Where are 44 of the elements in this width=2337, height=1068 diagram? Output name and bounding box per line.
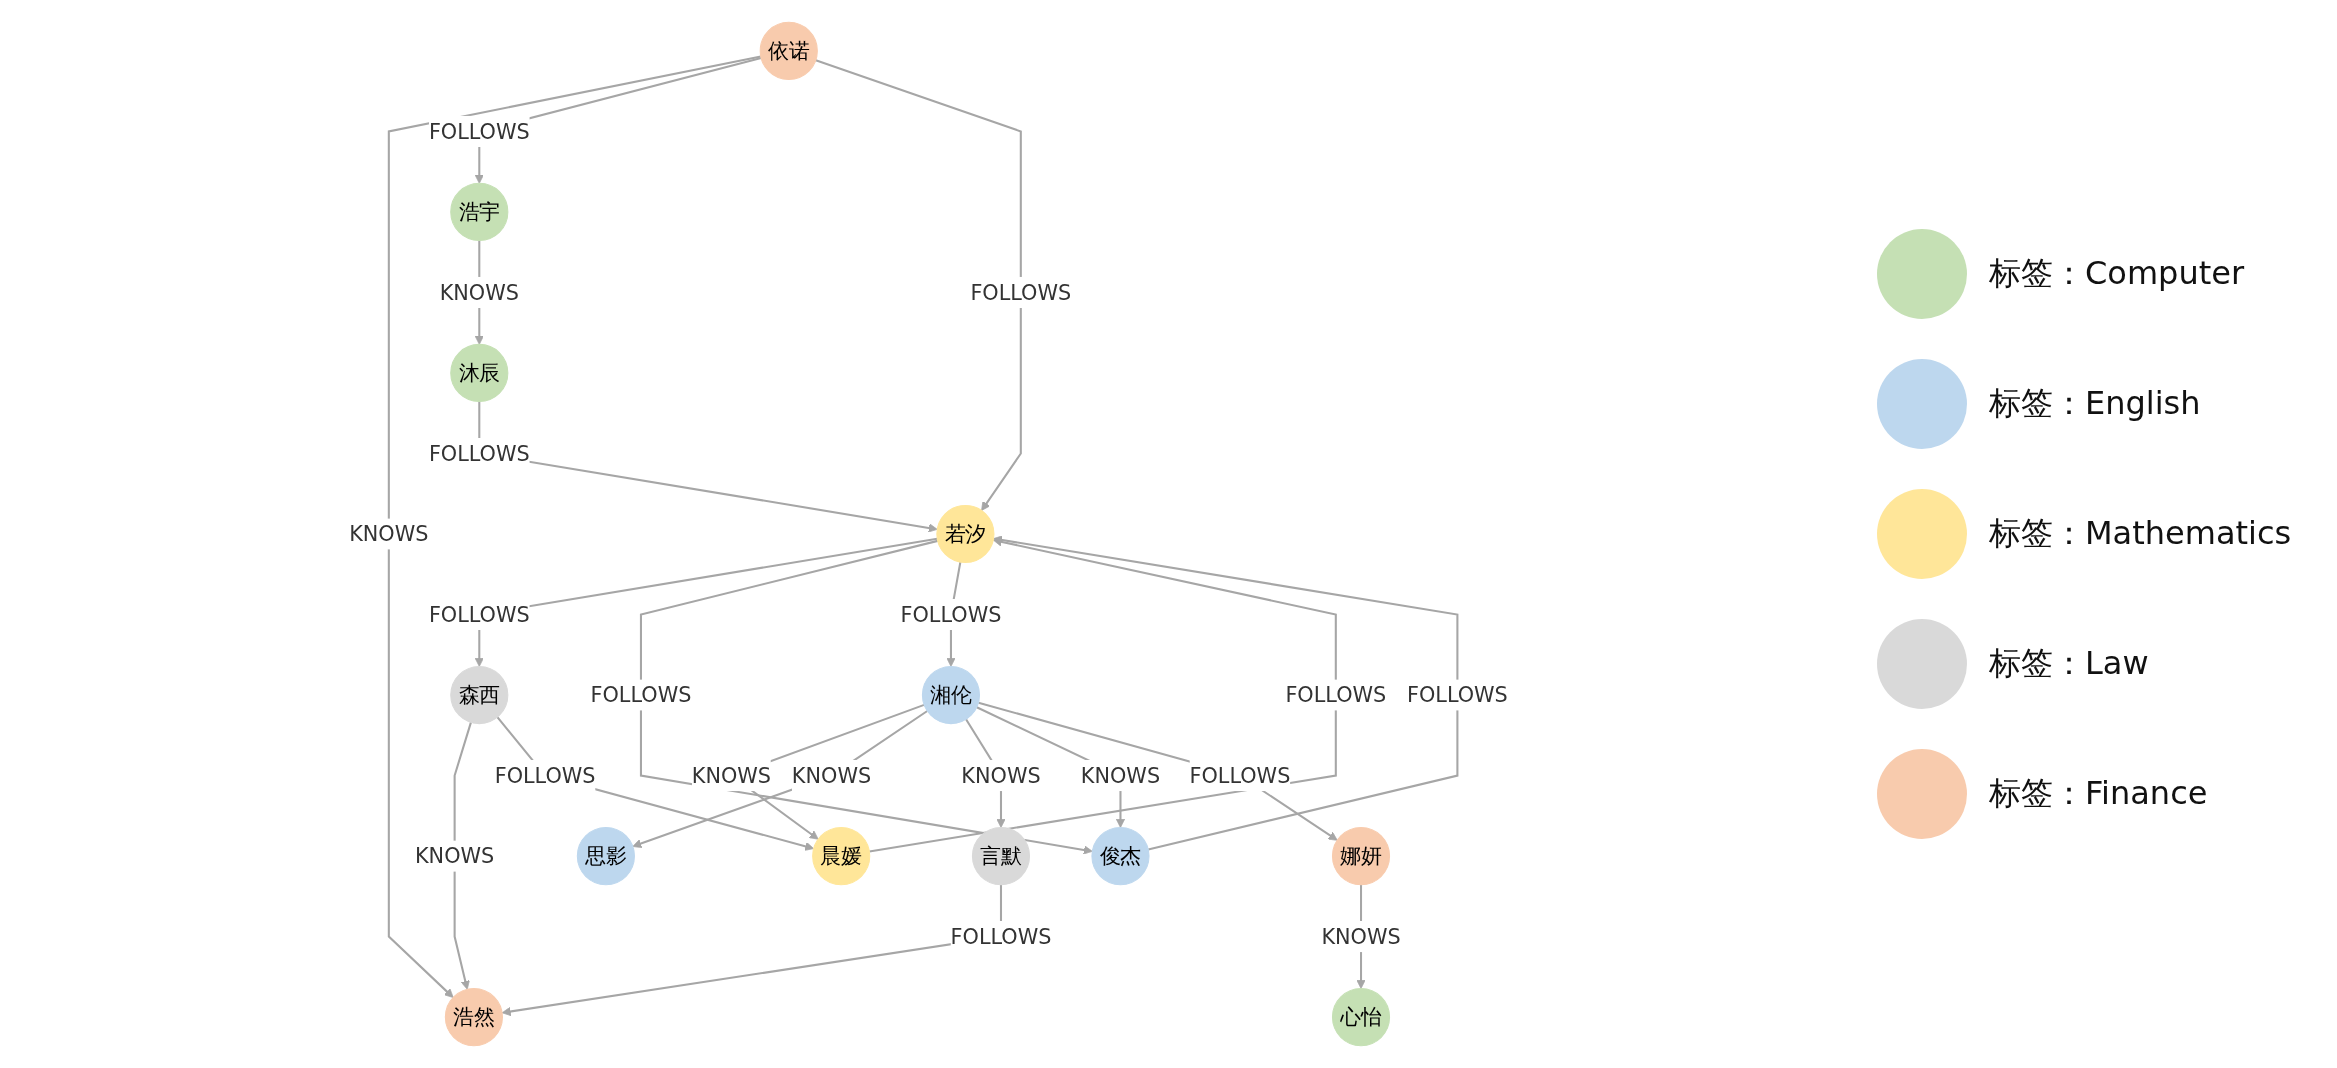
- node-circle: 思影: [576, 827, 635, 886]
- edge-label: FOLLOWS: [428, 441, 530, 466]
- node-circle: 沐辰: [450, 343, 509, 403]
- node-circle: 俊杰: [1091, 827, 1150, 886]
- edge-label: KNOWS: [439, 279, 519, 305]
- node-circle: 浩宇: [450, 182, 509, 241]
- node-circle: 若汐: [936, 504, 995, 564]
- arrow: [815, 59, 1022, 511]
- node-circle: 心怡: [1331, 988, 1391, 1047]
- edge-label: KNOWS: [691, 763, 772, 789]
- edge-label: FOLLOWS: [970, 279, 1072, 305]
- arrow: [496, 716, 815, 851]
- legend-label: 标签：Law: [1989, 643, 2149, 684]
- node-circle: 森西: [450, 665, 509, 725]
- edge-label: FOLLOWS: [1407, 682, 1508, 708]
- edge-label: KNOWS: [791, 763, 872, 789]
- edge-label: KNOWS: [414, 843, 495, 869]
- edge-label: KNOWS: [1080, 763, 1161, 789]
- edge-label: KNOWS: [1321, 924, 1401, 950]
- edge-label: FOLLOWS: [590, 682, 692, 708]
- legend-label: 标签：Mathematics: [1989, 513, 2292, 554]
- edge-label: FOLLOWS: [428, 602, 530, 627]
- legend-label: 标签：Computer: [1989, 253, 2245, 294]
- arrow: [453, 722, 472, 990]
- edge-label: KNOWS: [961, 763, 1041, 789]
- edge-label: FOLLOWS: [950, 924, 1052, 950]
- node-circle: 言默: [971, 827, 1031, 886]
- arrow: [632, 710, 928, 848]
- edge-label: KNOWS: [349, 521, 429, 547]
- node-circle: 晨媛: [812, 827, 871, 886]
- edge-label: FOLLOWS: [494, 763, 596, 789]
- legend-label: 标签：Finance: [1989, 773, 2208, 814]
- node-circle: 依诺: [759, 21, 818, 80]
- node-circle: 浩然: [444, 988, 503, 1047]
- arrow: [993, 535, 1459, 851]
- node-circle: 湘伦: [921, 665, 981, 725]
- legend-label: 标签：English: [1989, 383, 2201, 424]
- arrow: [639, 539, 1093, 855]
- edge-label: FOLLOWS: [1285, 682, 1387, 708]
- edge-label: FOLLOWS: [900, 602, 1002, 627]
- node-circle: 娜妍: [1331, 827, 1391, 886]
- edge-label: FOLLOWS: [428, 118, 530, 144]
- edge-label: FOLLOWS: [1189, 763, 1291, 789]
- arrow: [869, 537, 1337, 853]
